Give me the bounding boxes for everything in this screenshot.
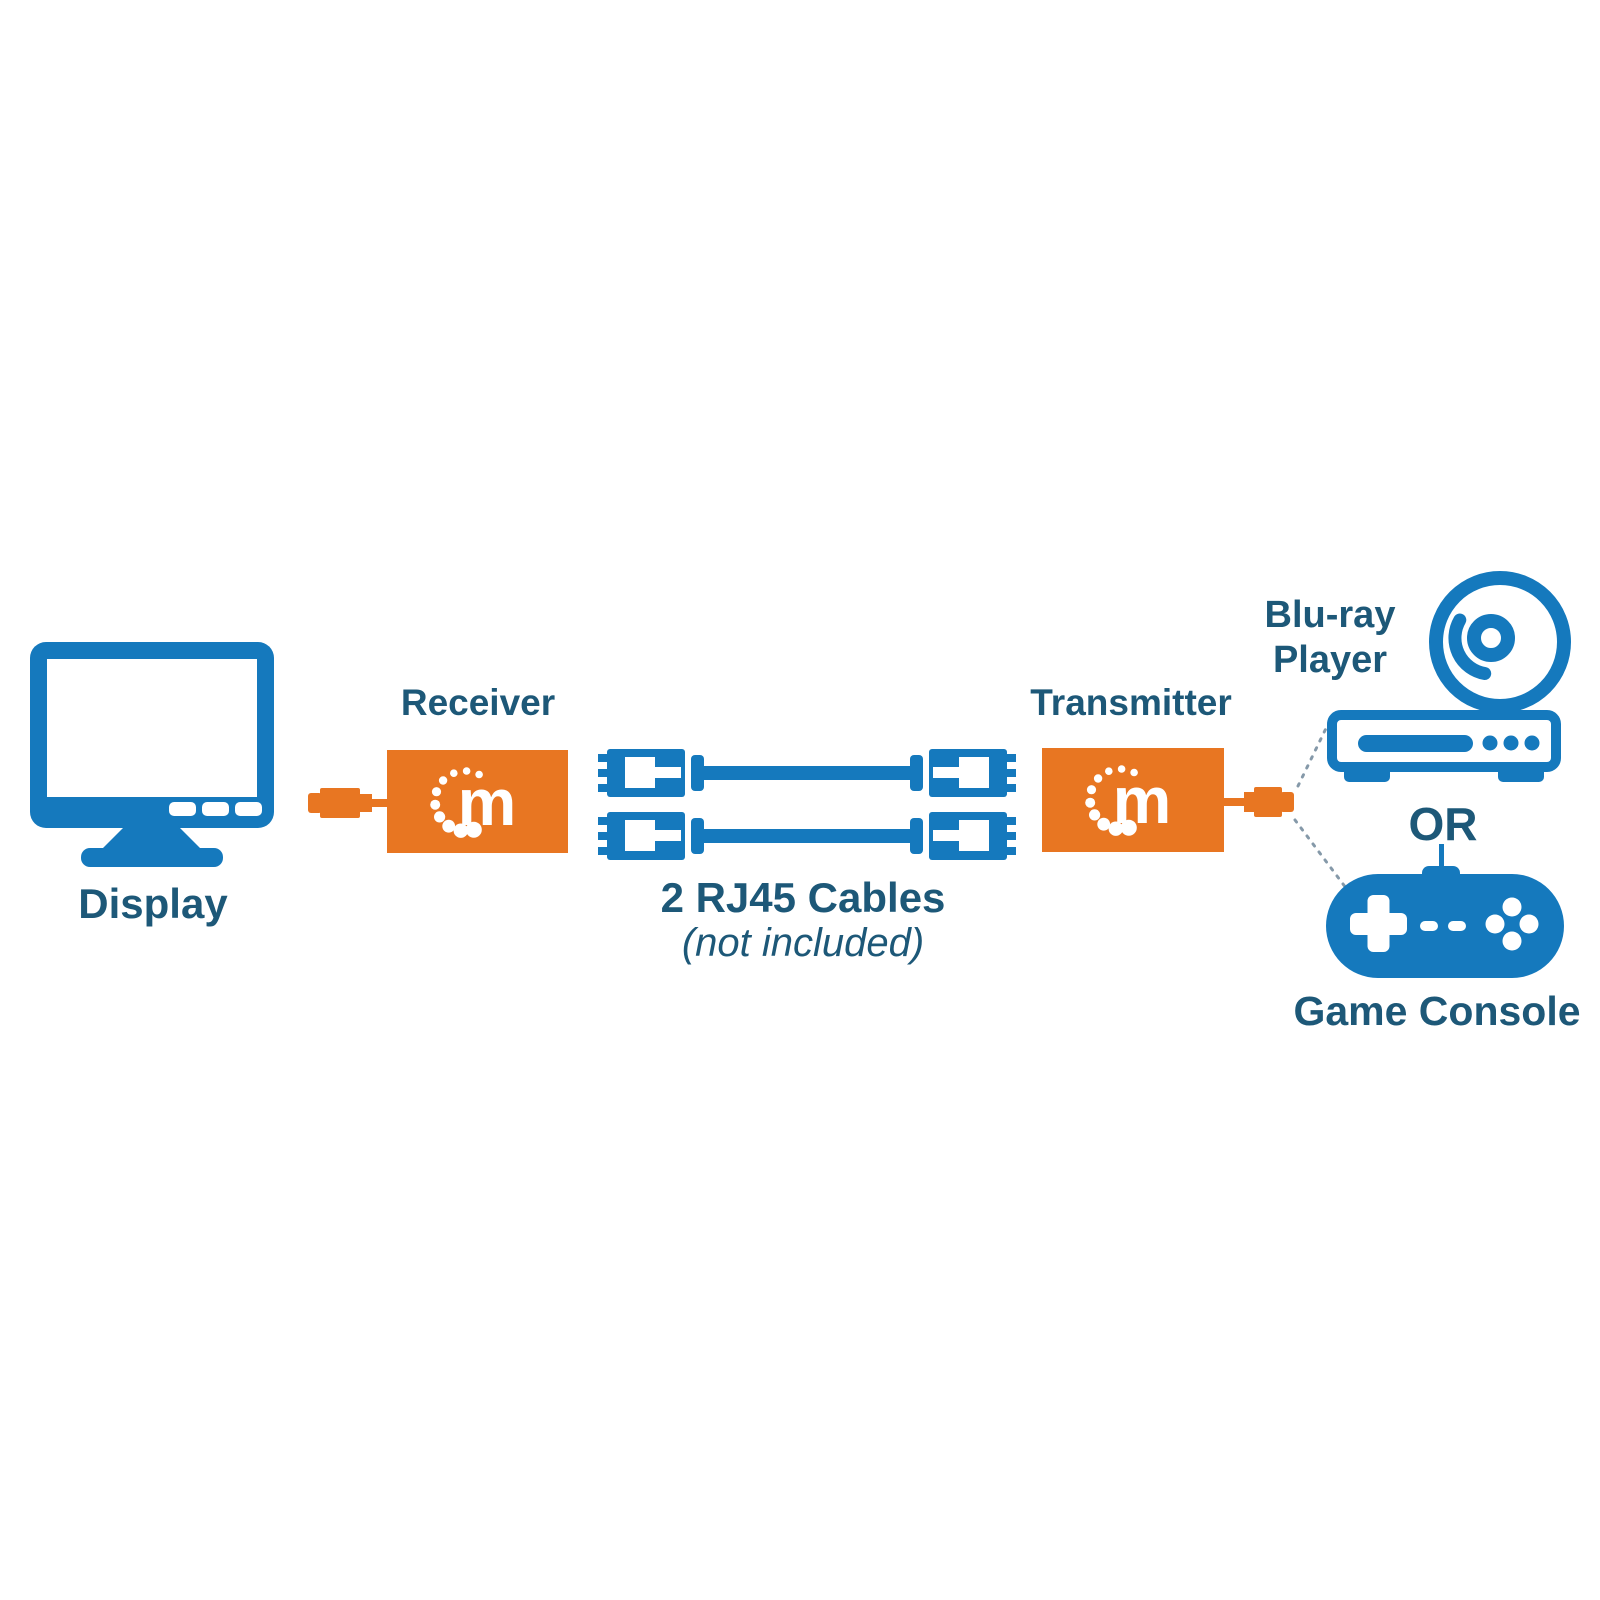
dpad <box>1350 895 1407 952</box>
display-monitor-icon <box>30 642 274 867</box>
logo-letter: m <box>1113 763 1172 837</box>
bluray-disc-icon <box>1429 571 1571 713</box>
logo-letter: m <box>457 765 516 839</box>
rj45-cable-bottom-icon <box>598 812 1016 860</box>
bluray-player-device-icon <box>1327 710 1561 782</box>
gamepad-icon <box>1326 844 1564 978</box>
manhattan-logo-icon: m <box>1085 763 1172 837</box>
bluray-label-line2: Player <box>1272 639 1388 681</box>
receiver-label: Receiver <box>400 682 556 723</box>
rj45-cable-top-icon <box>598 749 1016 797</box>
game-console-label: Game Console <box>1293 988 1581 1034</box>
manhattan-logo-icon: m <box>429 765 516 839</box>
transmitter-label: Transmitter <box>1030 682 1232 723</box>
action-buttons <box>1485 897 1539 951</box>
cables-note: (not included) <box>681 921 925 965</box>
cables-title: 2 RJ45 Cables <box>660 874 946 921</box>
hdmi-plug-right-icon <box>1224 787 1294 817</box>
dotted-connection-lines <box>1293 714 1348 890</box>
transmitter-box: m <box>1042 748 1224 852</box>
hdmi-plug-left-icon <box>308 788 390 818</box>
disc-slot <box>1358 735 1473 752</box>
receiver-box: m <box>387 750 568 853</box>
or-label: OR <box>1408 798 1478 850</box>
display-label: Display <box>78 880 228 927</box>
bluray-label-line1: Blu-ray <box>1264 594 1396 636</box>
